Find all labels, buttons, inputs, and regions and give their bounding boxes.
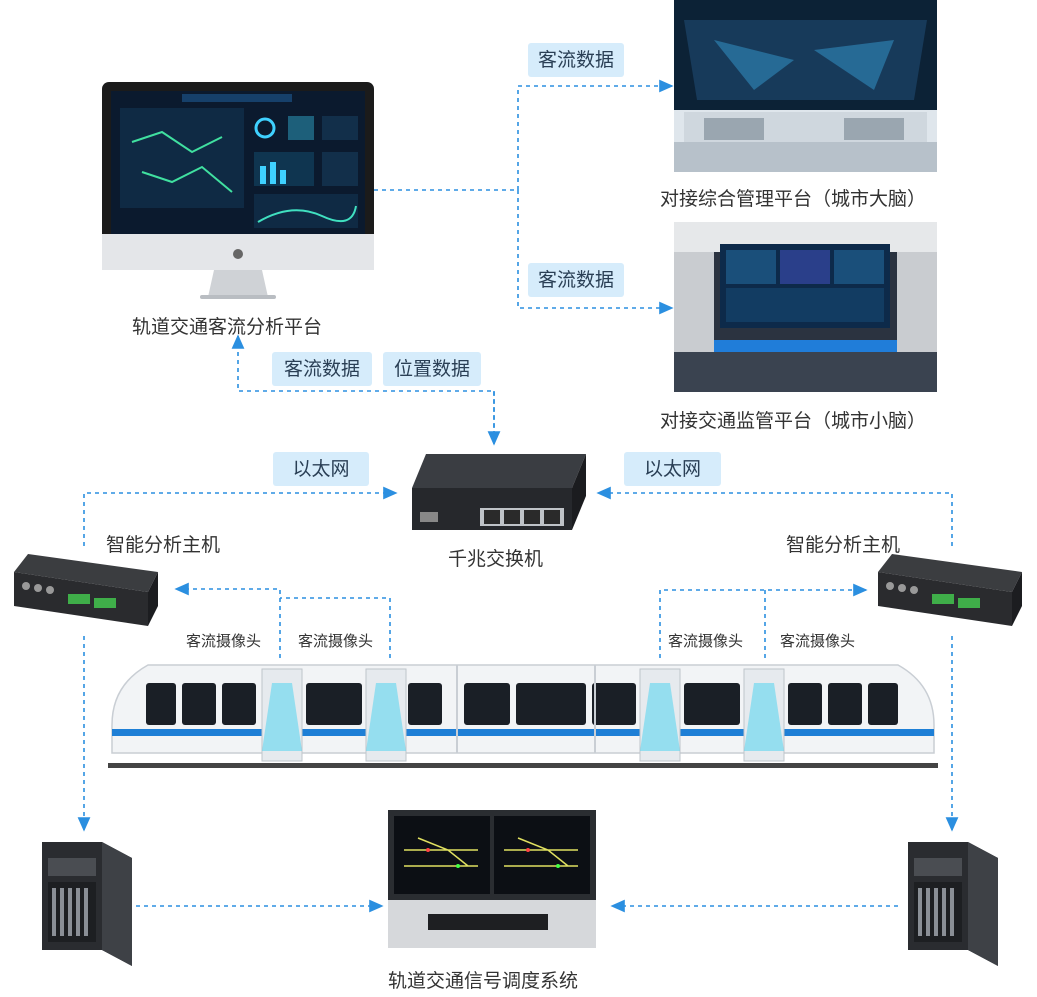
city-small-brain-label: 对接交通监管平台（城市小脑）	[660, 410, 927, 432]
tag-flow-data-bottom: 客流数据	[272, 352, 372, 386]
line-right-host-to-switch	[596, 486, 953, 546]
tag-position-data: 位置数据	[383, 352, 481, 386]
tag-ethernet-left: 以太网	[273, 452, 369, 486]
line-to-city-brain	[374, 79, 674, 191]
tram-train	[108, 655, 938, 773]
host-left-label: 智能分析主机	[106, 534, 221, 556]
tag-flow-data-middle: 客流数据	[528, 263, 624, 297]
analysis-platform-label: 轨道交通客流分析平台	[132, 316, 323, 338]
city-small-brain-image	[674, 222, 937, 392]
server-right	[898, 838, 1002, 970]
server-left	[32, 838, 136, 970]
host-left-device	[8, 550, 168, 636]
tag-ethernet-right: 以太网	[624, 452, 721, 486]
switch-label: 千兆交换机	[448, 548, 544, 570]
analysis-platform-monitor	[102, 82, 374, 302]
camera-label-1: 客流摄像头	[186, 632, 262, 650]
city-brain-image	[674, 0, 937, 172]
host-right-label: 智能分析主机	[786, 534, 901, 556]
line-left-host-to-switch	[83, 486, 398, 546]
city-brain-label: 对接综合管理平台（城市大脑）	[660, 188, 927, 210]
signal-system-label: 轨道交通信号调度系统	[388, 970, 579, 992]
camera-label-4: 客流摄像头	[780, 632, 856, 650]
host-right-device	[872, 550, 1032, 636]
signal-system-image	[388, 810, 596, 948]
tag-flow-data-top: 客流数据	[528, 43, 624, 77]
camera-label-3: 客流摄像头	[668, 632, 744, 650]
camera-label-2: 客流摄像头	[298, 632, 374, 650]
gigabit-switch	[396, 448, 596, 536]
